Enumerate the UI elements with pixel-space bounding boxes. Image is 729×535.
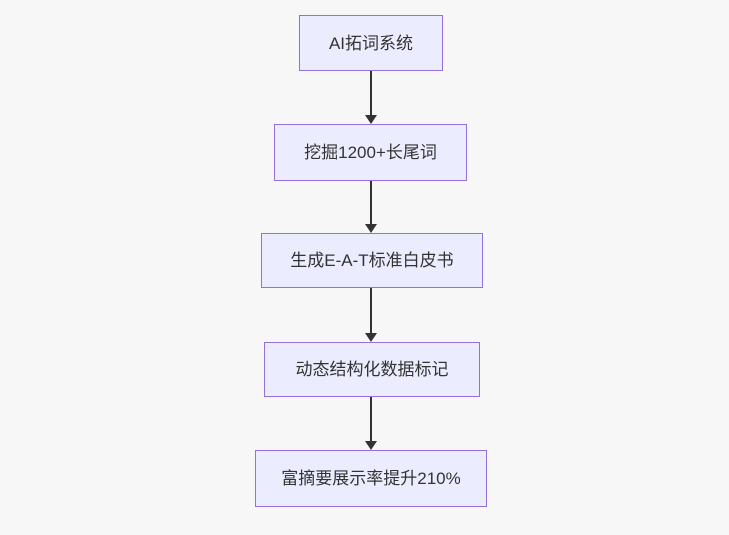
flow-edge-4: [364, 397, 377, 450]
flow-edge-3: [364, 288, 377, 342]
flow-edge-1: [364, 71, 377, 124]
flow-node-label: 富摘要展示率提升210%: [281, 469, 461, 488]
flow-node-label: 动态结构化数据标记: [295, 360, 449, 379]
flow-node-label: AI拓词系统: [328, 33, 414, 53]
edge-line: [369, 181, 372, 224]
flow-edge-2: [364, 181, 377, 233]
arrowhead-down-icon: [364, 333, 377, 342]
edge-line: [369, 71, 372, 115]
flow-node-eat-whitepaper: 生成E-A-T标准白皮书: [261, 233, 483, 288]
flow-node-label: 挖掘1200+长尾词: [304, 143, 437, 162]
edge-line: [369, 397, 372, 441]
flow-node-longtail-mining: 挖掘1200+长尾词: [274, 124, 467, 181]
arrowhead-down-icon: [364, 115, 377, 124]
flow-node-ai-word-system: AI拓词系统: [299, 15, 443, 71]
arrowhead-down-icon: [364, 441, 377, 450]
arrowhead-down-icon: [364, 224, 377, 233]
flow-node-rich-snippet-result: 富摘要展示率提升210%: [255, 450, 487, 507]
flow-node-structured-data: 动态结构化数据标记: [264, 342, 480, 397]
flow-node-label: 生成E-A-T标准白皮书: [290, 251, 454, 270]
edge-line: [369, 288, 372, 333]
